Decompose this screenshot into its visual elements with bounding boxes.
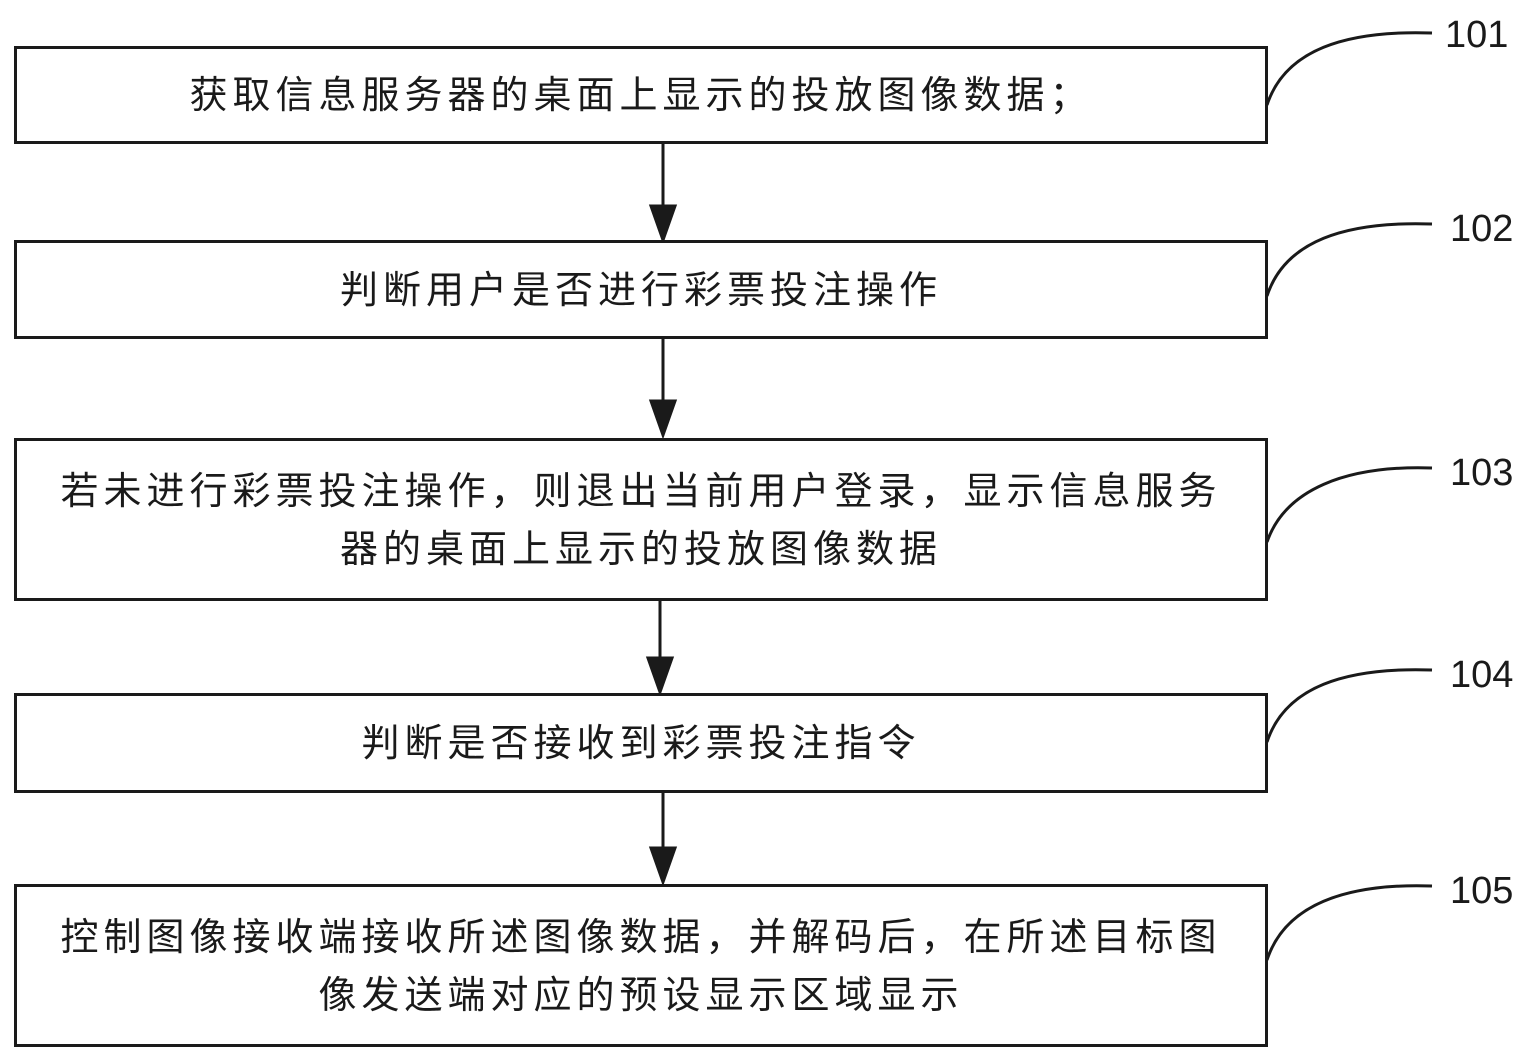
step-box-102: 判断用户是否进行彩票投注操作 [14, 240, 1268, 339]
step-box-105: 控制图像接收端接收所述图像数据，并解码后，在所述目标图像发送端对应的预设显示区域… [14, 884, 1268, 1047]
step-label-104: 104 [1450, 654, 1514, 696]
step-label-102: 102 [1450, 208, 1514, 250]
leader-line-103 [1265, 466, 1433, 543]
step-label-105: 105 [1450, 870, 1514, 912]
step-label-101: 101 [1445, 14, 1509, 56]
step-text-104: 判断是否接收到彩票投注指令 [361, 721, 921, 765]
leader-lines [1265, 31, 1433, 961]
step-box-101: 获取信息服务器的桌面上显示的投放图像数据； [14, 46, 1268, 144]
leader-line-101 [1265, 31, 1433, 106]
leader-line-102 [1265, 222, 1433, 297]
flow-arrows [645, 143, 678, 887]
step-text-101: 获取信息服务器的桌面上显示的投放图像数据； [189, 73, 1093, 117]
step-text-102: 判断用户是否进行彩票投注操作 [339, 267, 942, 312]
leader-line-104 [1265, 668, 1433, 743]
leader-line-105 [1265, 884, 1433, 961]
step-text-105: 控制图像接收端接收所述图像数据，并解码后，在所述目标图像发送端对应的预设显示区域… [60, 914, 1222, 1017]
step-text-103: 若未进行彩票投注操作，则退出当前用户登录，显示信息服务器的桌面上显示的投放图像数… [60, 468, 1222, 571]
step-label-103: 103 [1450, 452, 1514, 494]
step-box-104: 判断是否接收到彩票投注指令 [14, 693, 1268, 793]
step-box-103: 若未进行彩票投注操作，则退出当前用户登录，显示信息服务器的桌面上显示的投放图像数… [14, 438, 1268, 601]
